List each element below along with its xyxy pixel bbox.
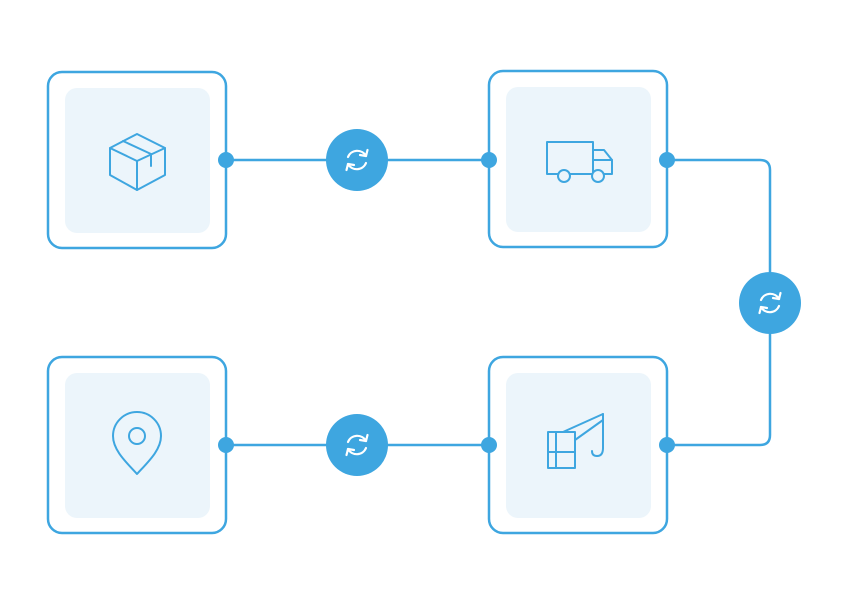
node-location[interactable] (46, 355, 234, 535)
node-card-inner (65, 373, 210, 518)
node-card-inner (506, 87, 651, 232)
node-truck[interactable] (481, 69, 675, 249)
connector-badge (326, 414, 388, 476)
node-package[interactable] (46, 70, 234, 250)
node-port-right (218, 152, 234, 168)
node-port-right (218, 437, 234, 453)
connector-crane-location[interactable] (326, 414, 388, 476)
connector-badge (739, 272, 801, 334)
connector-package-truck[interactable] (326, 129, 388, 191)
node-card-inner (506, 373, 651, 518)
location-pin-icon (112, 411, 162, 475)
node-port-right (659, 437, 675, 453)
delivery-truck-icon (546, 141, 613, 183)
connector-badge (326, 129, 388, 191)
node-port-left (481, 437, 497, 453)
connector-truck-crane[interactable] (739, 272, 801, 334)
package-box-icon (109, 133, 166, 191)
crane-icon (547, 413, 604, 469)
node-port-left (481, 152, 497, 168)
node-crane[interactable] (481, 355, 675, 535)
node-port-right (659, 152, 675, 168)
